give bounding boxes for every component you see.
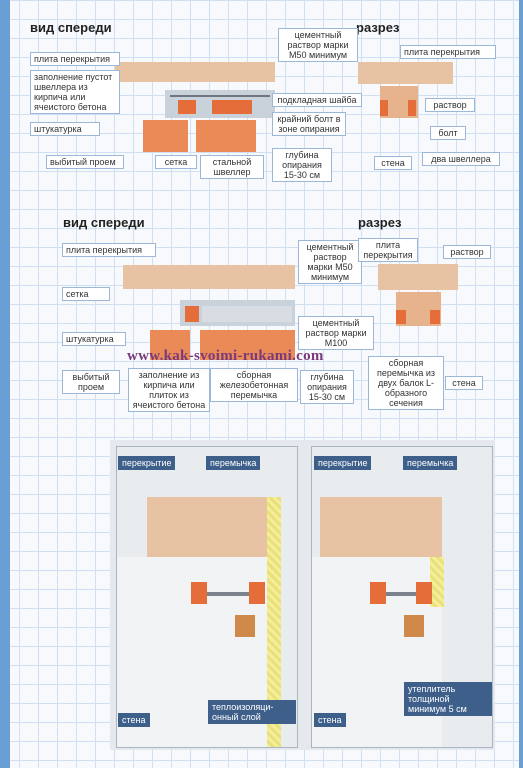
panel-right-bolt [386,592,416,596]
d2-label-beams: сборная перемычка из двух балок L-образн… [368,356,444,410]
panel-left-lintel-label: перемычка [206,456,261,470]
d1-section-title: разрез [356,20,400,35]
panel-left-channel-b [249,582,265,604]
panel-left-channel-a [191,582,207,604]
d2-label-cement2: цементный раствор марки М100 [298,316,374,350]
d2-label-fill: заполнение из кирпича или плиток из ячеи… [128,368,210,412]
d1-label-cement: цементный раствор марки М50 минимум [278,28,358,62]
d1-label-washer: подкладная шайба [272,93,362,107]
panel-left-floor-label: перекрытие [118,456,176,470]
d2-label-cement1: цементный раствор марки М50 минимум [298,240,362,284]
panel-right-wall-label: стена [314,713,346,727]
d1-label-opening: выбитый проем [46,155,124,169]
d2-section-title: разрез [358,215,402,230]
d1-label-bolt-edge: крайний болт в зоне опирания [272,112,346,136]
d2-sec-beam-right [430,310,440,324]
d1-label-plaster: штукатурка [30,122,100,136]
d2-front-title: вид спереди [63,215,145,230]
panel-right-block [404,615,424,637]
panel-right-channel-a [370,582,386,604]
panel-right-channel-b [416,582,432,604]
d2-precast [202,306,292,322]
d1-label-fill: заполнение пустот швеллера из кирпича ил… [30,70,120,114]
d2-label-slab: плита перекрытия [62,243,156,257]
panel-right-insul-label: утеплитель толщиной минимум 5 см [404,682,492,716]
d1-brick-left [178,100,196,114]
d2-label-depth: глубина опирания 15-30 см [300,370,354,404]
d1-label-two-channels: два швеллера [422,152,500,166]
panel-right-insul [430,557,444,607]
d1-slab [115,62,275,82]
d2-brick-a [185,306,199,322]
panel-right-lintel-label: перемычка [403,456,458,470]
d1-sec-channel-left [380,100,388,116]
d2-label-mortar: раствор [443,245,491,259]
right-border [519,0,523,768]
d1-channel-bar [170,95,270,97]
d2-label-mesh: сетка [62,287,110,301]
d2-sec-beam-left [396,310,406,324]
left-border [0,0,10,768]
panel-left-block [235,615,255,637]
d2-slab [123,265,295,289]
d2-sec-slab [378,264,458,290]
d1-label-mortar: раствор [425,98,475,112]
d1-front-title: вид спереди [30,20,112,35]
d1-label-slab: плита перекрытия [30,52,120,66]
d1-label-depth: глубина опирания 15-30 см [272,148,332,182]
d2-label-precast: сборная железобетонная перемычка [210,368,298,402]
d1-sec-slab [358,62,453,84]
d1-brick-right [212,100,252,114]
d2-label-sec-slab: плита перекрытия [358,238,418,262]
panel-left [116,446,298,748]
d2-label-opening: выбитый проем [62,370,120,394]
d2-label-wall: стена [445,376,483,390]
d1-label-wall: стена [374,156,412,170]
panel-right-floor-label: перекрытие [314,456,372,470]
d1-label-mesh: сетка [155,155,197,169]
d1-label-bolt: болт [430,126,466,140]
panel-left-insul [267,497,281,747]
watermark: www.kak-svoimi-rukami.com [127,348,324,364]
d2-lower-brick-left [150,330,190,360]
d1-lower-brick-left [143,120,188,152]
d1-lower-brick-right [196,120,256,152]
d2-lower-brick-right [200,330,295,360]
d1-sec-channel-right [408,100,416,116]
panel-left-bolt [207,592,249,596]
panel-left-floor [147,497,267,557]
panel-left-wall-label: стена [118,713,150,727]
panel-left-insul-label: теплоизоляци-онный слой [208,700,296,724]
panel-right-floor [320,497,442,557]
d2-label-plaster: штукатурка [62,332,126,346]
d1-label-sec-slab: плита перекрытия [400,45,496,59]
d1-label-channel: стальной швеллер [200,155,264,179]
